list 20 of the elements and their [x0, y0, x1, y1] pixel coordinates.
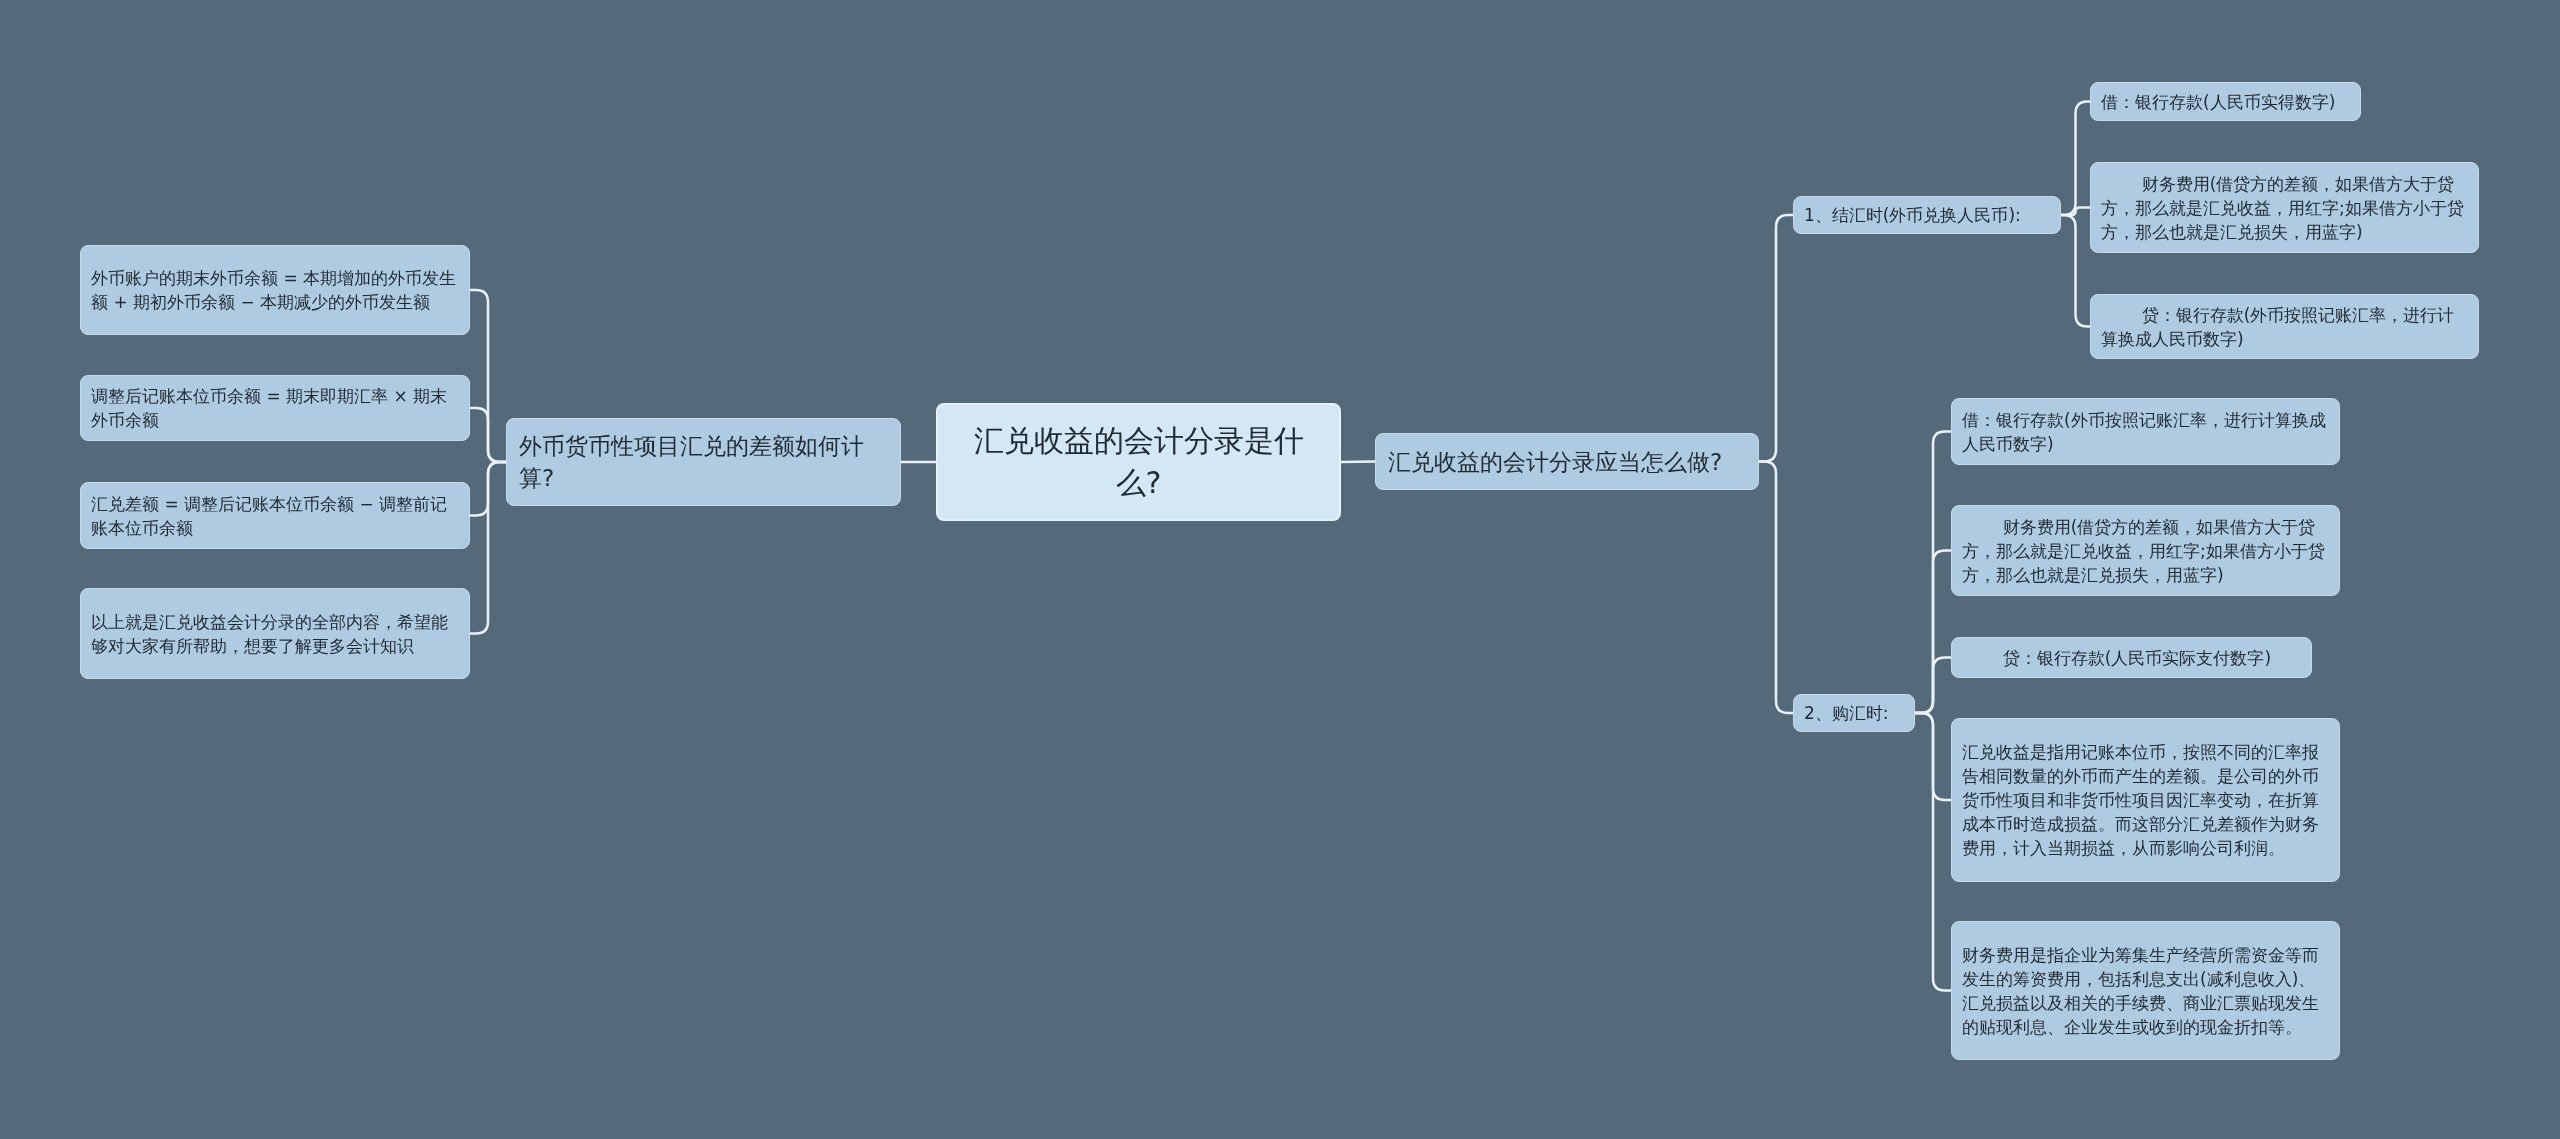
subtopic-box: 财务费用(借贷方的差额，如果借方大于贷方，那么就是汇兑收益，用红字;如果借方小于贷方，那么也就是汇兑损失，用蓝字): [2090, 162, 2479, 253]
connector-line: [1341, 460, 1375, 464]
subtopic-box: 贷：银行存款(外币按照记账汇率，进行计算换成人民币数字): [2090, 294, 2479, 359]
subtopic-box: 2、购汇时:: [1793, 694, 1915, 732]
subtopic-box: 财务费用是指企业为筹集生产经营所需资金等而发生的筹资费用，包括利息支出(减利息收入)、汇兑损益以及相关的手续费、商业汇票贴现发生的贴现利息、企业发生或收到的现金折扣等。: [1951, 921, 2340, 1060]
topic-box: 外币货币性项目汇兑的差额如何计算?: [506, 418, 901, 506]
topic-box: 汇兑收益的会计分录应当怎么做?: [1375, 433, 1759, 490]
subtopic-box: 借：银行存款(外币按照记账汇率，进行计算换成人民币数字): [1951, 398, 2340, 465]
subtopic-box: 汇兑差额 = 调整后记账本位币余额 − 调整前记账本位币余额: [80, 482, 470, 549]
subtopic-box: 贷：银行存款(人民币实际支付数字): [1951, 637, 2312, 678]
subtopic-box: 调整后记账本位币余额 = 期末即期汇率 × 期末外币余额: [80, 375, 470, 441]
subtopic-box: 1、结汇时(外币兑换人民币):: [1793, 196, 2061, 234]
connector-line: [901, 460, 936, 464]
central-topic-box: 汇兑收益的会计分录是什么?: [936, 403, 1341, 521]
subtopic-box: 汇兑收益是指用记账本位币，按照不同的汇率报告相同数量的外币而产生的差额。是公司的外币货币性项目和非货币性项目因汇率变动，在折算成本币时造成损益。而这部分汇兑差额作为财务费用，计入当期损益，从而影响公司利润。: [1951, 718, 2340, 882]
subtopic-box: 以上就是汇兑收益会计分录的全部内容，希望能够对大家有所帮助，想要了解更多会计知识: [80, 588, 470, 679]
subtopic-box: 外币账户的期末外币余额 = 本期增加的外币发生额 + 期初外币余额 − 本期减少的外币发生额: [80, 245, 470, 335]
subtopic-box: 财务费用(借贷方的差额，如果借方大于贷方，那么就是汇兑收益，用红字;如果借方小于贷方，那么也就是汇兑损失，用蓝字): [1951, 505, 2340, 596]
connector-line: [2061, 213, 2090, 328]
subtopic-box: 借：银行存款(人民币实得数字): [2090, 82, 2361, 121]
